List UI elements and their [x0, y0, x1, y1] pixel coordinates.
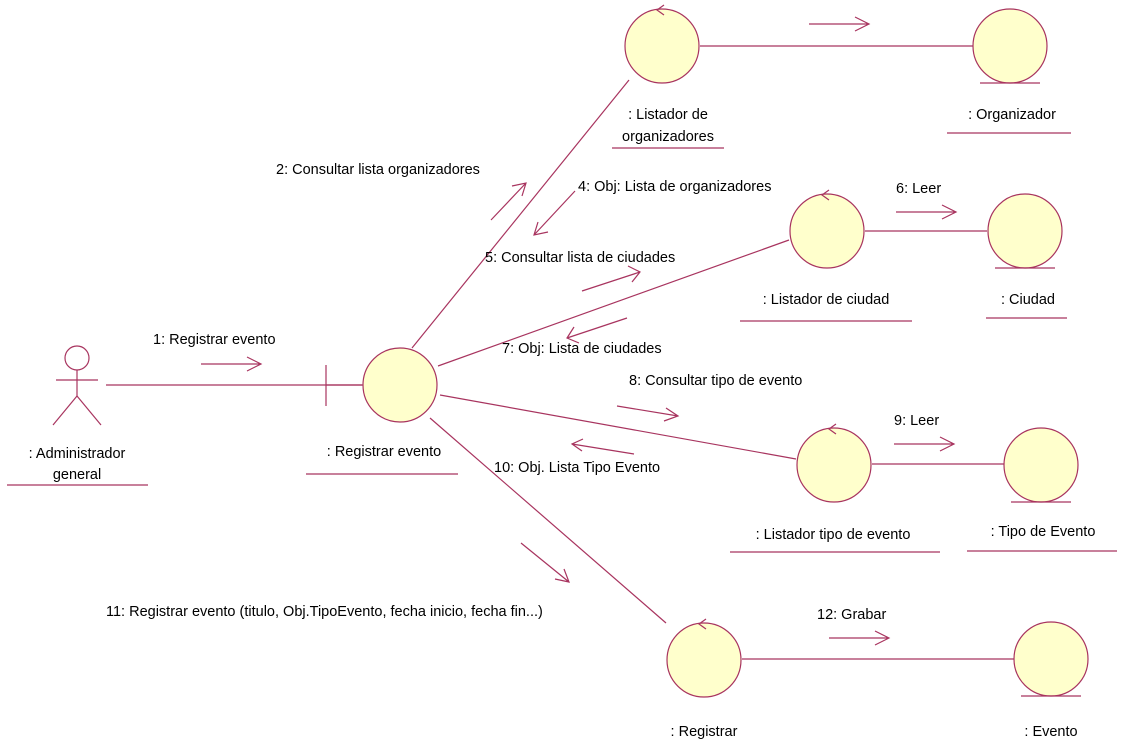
- entity-circle: [972, 8, 1048, 84]
- object-label: : Registrar: [671, 724, 738, 740]
- message-arrow-5: [581, 265, 641, 292]
- object-registrar: : Registrar: [666, 618, 742, 740]
- message-arrow-11: [520, 542, 570, 583]
- message-arrow-2: [490, 182, 527, 221]
- message-label-10: 10: Obj. Lista Tipo Evento: [494, 460, 660, 476]
- message-arrow-7: [566, 317, 628, 344]
- entity-circle: [1013, 621, 1089, 697]
- message-label-6: 6: Leer: [896, 181, 941, 197]
- object-label: : Registrar evento: [327, 444, 441, 460]
- message-label-1: 1: Registrar evento: [153, 332, 276, 348]
- message-label-11: 11: Registrar evento (titulo, Obj.TipoEv…: [106, 604, 543, 620]
- object-listador-tipo-evento: : Listador tipo de evento: [730, 423, 940, 553]
- control-arrowhead: [697, 618, 707, 630]
- control-arrowhead: [655, 4, 665, 16]
- message-label-5: 5: Consultar lista de ciudades: [485, 250, 675, 266]
- message-arrow-8: [616, 405, 680, 422]
- control-circle: [624, 8, 700, 84]
- object-label: : Tipo de Evento: [991, 524, 1096, 540]
- message-arrow-6: [896, 204, 958, 220]
- object-label: : Listador tipo de evento: [756, 527, 911, 543]
- entity-circle: [987, 193, 1063, 269]
- object-label: : Listador de ciudad: [763, 292, 890, 308]
- message-label-8: 8: Consultar tipo de evento: [629, 373, 802, 389]
- message-label-7: 7: Obj: Lista de ciudades: [502, 341, 662, 357]
- message-label-12: 12: Grabar: [817, 607, 886, 623]
- message-arrow-1: [201, 356, 263, 372]
- object-tipo-evento: : Tipo de Evento: [967, 427, 1117, 552]
- object-label: : Organizador: [968, 107, 1056, 123]
- object-label: : Evento: [1024, 724, 1077, 740]
- object-registrar-evento: : Registrar evento: [306, 347, 458, 475]
- message-arrow-12: [829, 630, 891, 646]
- actor-head: [64, 345, 90, 371]
- object-listador-organizadores: : Listador de organizadores: [612, 4, 724, 149]
- actor-label-line1: : Administrador: [29, 446, 126, 462]
- message-arrow-3: [809, 16, 871, 32]
- object-organizador: : Organizador: [947, 8, 1071, 134]
- object-listador-ciudad: : Listador de ciudad: [740, 189, 912, 322]
- message-arrows: [201, 16, 958, 646]
- object-label-line1: : Listador de: [628, 107, 708, 123]
- object-label: : Ciudad: [1001, 292, 1055, 308]
- message-labels: 1: Registrar evento 2: Consultar lista o…: [106, 162, 941, 623]
- link-registrar-evento-listador-organizadores: [411, 79, 630, 349]
- control-circle: [789, 193, 865, 269]
- message-arrow-10: [570, 438, 635, 455]
- link-registrar-evento-listador-tipo-evento: [439, 394, 797, 460]
- message-label-4: 4: Obj: Lista de organizadores: [578, 179, 771, 195]
- actor-left-leg: [52, 395, 78, 426]
- link-registrar-evento-listador-ciudad: [437, 239, 790, 367]
- message-arrow-4: [533, 190, 576, 236]
- object-evento: : Evento: [1013, 621, 1089, 740]
- message-label-9: 9: Leer: [894, 413, 939, 429]
- control-arrowhead: [820, 189, 830, 201]
- entity-circle: [1003, 427, 1079, 503]
- message-arrow-9: [894, 436, 956, 452]
- object-label-line2: organizadores: [622, 129, 714, 145]
- control-arrowhead: [827, 423, 837, 435]
- links: [106, 45, 1014, 660]
- actor-right-leg: [76, 395, 102, 426]
- boundary-circle: [362, 347, 438, 423]
- object-ciudad: : Ciudad: [986, 193, 1067, 319]
- actor-label-line2: general: [53, 467, 101, 483]
- link-registrar-evento-registrar: [429, 417, 667, 624]
- actor-administrador-general: : Administrador general: [7, 345, 148, 486]
- message-label-2: 2: Consultar lista organizadores: [276, 162, 480, 178]
- control-circle: [666, 622, 742, 698]
- control-circle: [796, 427, 872, 503]
